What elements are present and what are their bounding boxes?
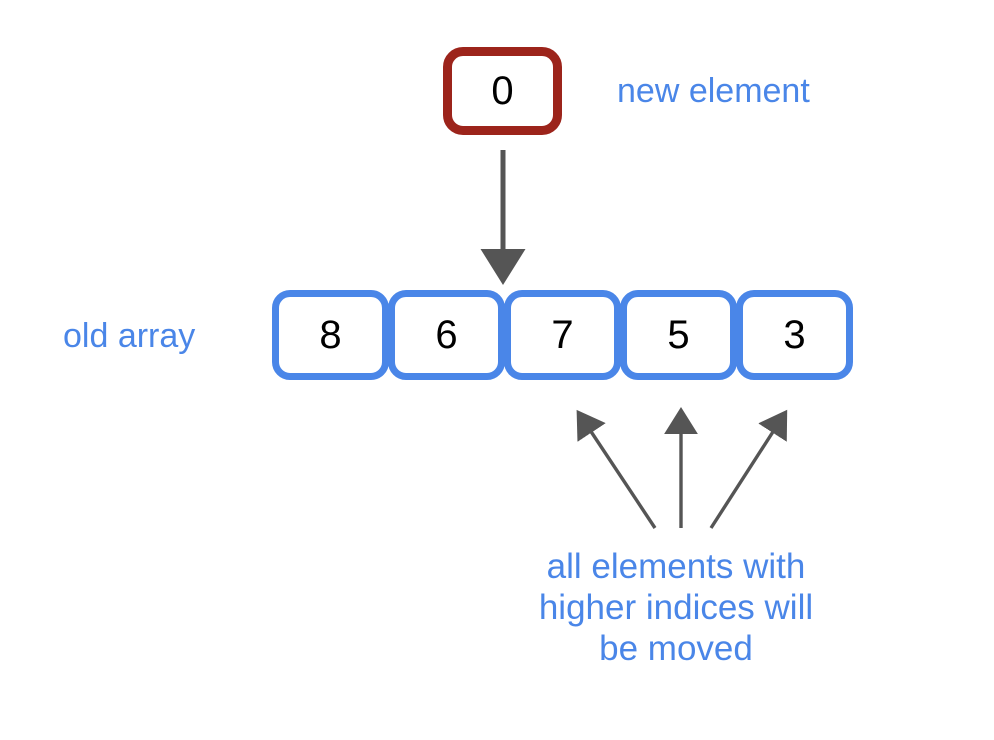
array-cell-value: 8 — [319, 313, 342, 357]
moved-arrow-to-cell-4 — [709, 409, 788, 529]
old-array-label: old array — [63, 317, 196, 355]
array-cell-value: 5 — [667, 313, 690, 357]
moved-caption-line-3: be moved — [599, 629, 753, 668]
moved-arrow-to-cell-2 — [576, 409, 657, 529]
moved-caption-line-2: higher indices will — [538, 588, 814, 627]
new-element-box[interactable]: 0 — [443, 47, 562, 135]
moved-caption-line-1: all elements with — [546, 547, 806, 586]
array-cell-0[interactable]: 8 — [272, 290, 389, 380]
array-cell-value: 7 — [551, 313, 574, 357]
array-cell-2[interactable]: 7 — [504, 290, 621, 380]
array-cell-value: 6 — [435, 313, 458, 357]
moved-elements-caption: all elements with higher indices will be… — [476, 546, 876, 669]
array-cell-value: 3 — [783, 313, 806, 357]
array-cell-4[interactable]: 3 — [736, 290, 853, 380]
new-element-value: 0 — [491, 69, 514, 113]
array-cell-3[interactable]: 5 — [620, 290, 737, 380]
old-array-row: 8 6 7 5 3 — [272, 290, 853, 380]
new-element-label: new element — [617, 72, 810, 110]
array-cell-1[interactable]: 6 — [388, 290, 505, 380]
